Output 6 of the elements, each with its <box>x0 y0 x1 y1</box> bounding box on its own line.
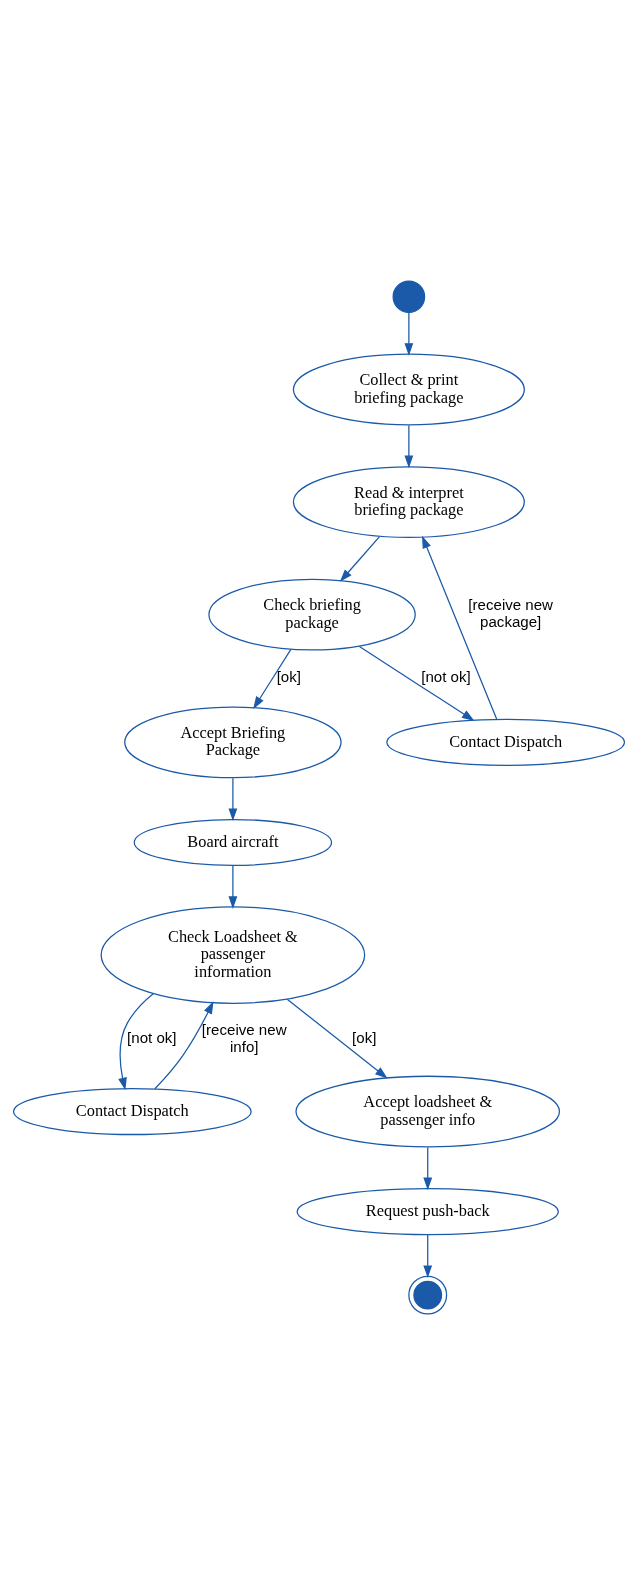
edge-label: [ok] <box>276 668 301 686</box>
edge-label: [receive new info] <box>201 1021 287 1055</box>
edge-label: [receive new package] <box>468 596 554 630</box>
edge-label: [not ok] <box>421 668 471 686</box>
edge-label: [not ok] <box>127 1029 177 1047</box>
edge-label: [ok] <box>352 1029 377 1047</box>
